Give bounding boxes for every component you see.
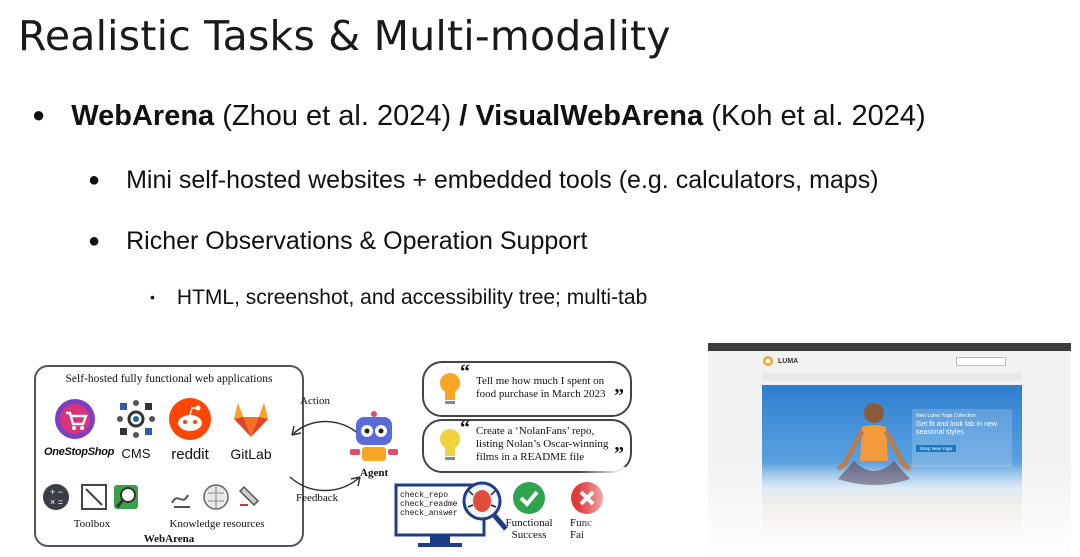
task-2-line: films in a README file (476, 451, 585, 463)
luma-topbar (708, 343, 1071, 351)
luma-logo: LUMA (762, 355, 798, 367)
luma-search-box[interactable] (956, 357, 1006, 366)
open-quote: “ (460, 417, 470, 439)
app-label: OneStopShop (44, 446, 115, 458)
check-line: check_repo (400, 491, 449, 500)
app-gitlab: GitLab (218, 397, 284, 462)
task-bubble-2: “ Create a ‘NolanFans’ repo, listing Nol… (422, 417, 632, 473)
bullet-richer-observations: ● Richer Observations & Operation Support (88, 227, 587, 256)
luma-brand: LUMA (778, 357, 799, 365)
bullet-text: HTML, screenshot, and accessibility tree… (176, 286, 648, 309)
webarena-citation: (Zhou et al. 2024) (214, 100, 460, 132)
success-label: Functional Success (500, 517, 558, 541)
bullet-html-screenshot: • HTML, screenshot, and accessibility tre… (150, 286, 647, 310)
bullet-webarena: ● WebArena (Zhou et al. 2024) / VisualWeb… (32, 100, 926, 133)
fade-overlay (578, 467, 688, 557)
bullet-dot: ● (88, 169, 101, 191)
task-1-text: Tell me how much I spent on food purchas… (476, 375, 606, 401)
checkmark-icon (513, 482, 545, 514)
agent-label: Agent (360, 467, 389, 479)
app-onestopshop: OneStopShop (44, 397, 115, 458)
toolbox-icons: + − × = (43, 484, 138, 510)
lightbulb-icon (440, 373, 460, 404)
onestopshop-icon (55, 399, 95, 439)
slide-title: Realistic Tasks & Multi-modality (18, 12, 671, 60)
bullet-text: Richer Observations & Operation Support (126, 227, 588, 255)
promo-big-line: seasonal styles (916, 429, 964, 436)
action-feedback-arrows (289, 420, 361, 492)
app-cms: CMS (112, 397, 160, 461)
robot-agent-icon (350, 411, 398, 461)
luma-screenshot: LUMA New Luma Yoga Collection Get fit an… (708, 343, 1071, 556)
lightbulb-icon (440, 429, 460, 460)
screenshot-fade (708, 463, 1071, 556)
feedback-label: Feedback (296, 492, 339, 504)
webarena-name: WebArena (71, 100, 215, 132)
task-2-text: Create a ‘NolanFans’ repo, listing Nolan… (476, 425, 608, 464)
toolbox-group: + − × = Toolbox (40, 481, 144, 530)
box-footer: WebArena (143, 533, 195, 545)
task-1-line: Tell me how much I spent on (476, 375, 605, 387)
check-line: check_readme (400, 500, 458, 509)
toolbox-label: Toolbox (73, 518, 111, 530)
open-quote: “ (460, 361, 470, 383)
knowledge-group: Knowledge resources (164, 481, 270, 530)
svg-text:+ −: + − (50, 487, 63, 497)
knowledge-icons (171, 484, 260, 510)
success-line: Success (511, 529, 547, 541)
close-quote: ” (614, 385, 624, 407)
bullet-dot: ● (88, 230, 101, 252)
check-list: check_repo check_readme check_answer (400, 491, 458, 518)
promo-big: Get fit and look fab in new seasonal sty… (916, 421, 1008, 437)
bullet-dot: ● (32, 102, 46, 127)
task-2-line: listing Nolan’s Oscar-winning (476, 438, 609, 450)
bullet-dot: • (150, 289, 155, 305)
app-label: CMS (121, 446, 151, 461)
cms-icon (117, 400, 155, 438)
promo-small: New Luma Yoga Collection (916, 413, 976, 419)
app-label: GitLab (230, 446, 272, 462)
promo-big-line: Get fit and look fab in new (916, 421, 997, 428)
success-line: Functional (505, 517, 553, 529)
evaluation-monitor (394, 481, 508, 547)
task-bubble-1: “ Tell me how much I spent on food purch… (422, 361, 632, 417)
check-line: check_answer (400, 509, 458, 518)
bullet-text: Mini self-hosted websites + embedded too… (126, 166, 879, 194)
webarena-figure: Self-hosted fully functional web applica… (30, 355, 688, 557)
visualwebarena-citation: (Koh et al. 2024) (703, 100, 926, 132)
promo-button[interactable]: Shop New Yoga (916, 445, 957, 452)
luma-logo-icon (763, 356, 773, 366)
box-title: Self-hosted fully functional web applica… (65, 373, 273, 385)
slash: / (459, 100, 468, 132)
luma-nav-bar (762, 373, 1022, 381)
task-2-line: Create a ‘NolanFans’ repo, (476, 425, 595, 437)
promo-panel: New Luma Yoga Collection Get fit and loo… (912, 409, 1012, 467)
action-label: Action (300, 395, 330, 407)
gitlab-icon (234, 403, 268, 437)
reddit-icon (169, 398, 211, 440)
svg-text:× =: × = (50, 497, 63, 507)
knowledge-label: Knowledge resources (169, 518, 265, 530)
webarena-environment-box: Self-hosted fully functional web applica… (34, 365, 304, 547)
app-label: reddit (171, 446, 209, 463)
bullet-mini-websites: ● Mini self-hosted websites + embedded to… (88, 166, 879, 195)
task-1-line: food purchase in March 2023 (476, 388, 606, 400)
close-quote: ” (614, 443, 624, 465)
visualwebarena-name: VisualWebArena (467, 100, 704, 132)
app-reddit: reddit (160, 397, 220, 463)
